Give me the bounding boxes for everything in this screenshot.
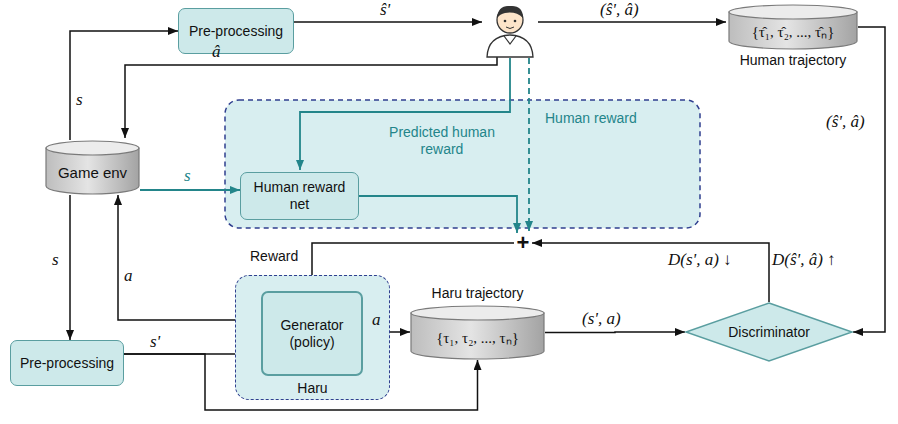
node-label: Human reward net	[249, 179, 350, 213]
process-box: Human reward net	[240, 172, 359, 220]
human-eye	[504, 20, 507, 23]
store-caption: Human trajectory	[708, 52, 878, 68]
node-label: Pre-processing	[20, 355, 114, 372]
human-feedback-line	[300, 58, 510, 170]
human-hair	[497, 6, 523, 18]
process-box: Pre-processing	[10, 340, 124, 386]
edge-label: s	[52, 250, 59, 270]
edge-label: (ŝ', â)	[826, 112, 865, 132]
human-to-trajectory-line	[538, 21, 726, 23]
cylinder-top	[729, 5, 857, 19]
node-label: Pre-processing	[189, 23, 283, 40]
human-eye	[514, 20, 517, 23]
cylinder-top	[46, 141, 139, 155]
node-label: {τ̂₁, τ̂₂, ..., τ̂ₙ}	[752, 23, 835, 41]
diamond-shape	[686, 303, 852, 361]
signal-label: ŝ'	[380, 0, 390, 20]
store-caption: Haru trajectory	[390, 285, 565, 301]
edge-label: s	[76, 90, 83, 110]
signal-label: (ŝ', â)	[600, 0, 639, 20]
agent-region: Generator (policy) Haru	[235, 275, 390, 400]
human-mouth	[506, 27, 514, 29]
human-icon	[487, 6, 533, 57]
flow-arrow	[359, 196, 517, 233]
flow-arrow	[853, 27, 885, 332]
signal-label: D(s', a) ↓	[668, 250, 732, 270]
database-cylinder: Game env	[45, 140, 140, 195]
node-label: +	[517, 232, 530, 254]
process-box: Generator (policy)	[261, 291, 363, 376]
edge-label: (s', a)	[582, 309, 621, 329]
signal-label: â	[212, 42, 221, 62]
process-box: Pre-processing	[178, 8, 294, 54]
edge-label: a	[124, 266, 133, 286]
node-label: Discriminator	[728, 324, 810, 341]
region-title: Haru	[236, 380, 389, 396]
flow-arrow	[532, 243, 769, 302]
state-to-human-line	[290, 21, 482, 23]
reward-region	[225, 100, 700, 228]
decision-diamond: Discriminator	[685, 302, 853, 362]
signal-label: Human reward	[545, 110, 637, 127]
edge-label: a	[372, 310, 381, 330]
human-collar	[504, 36, 516, 44]
human-reward-dashed-line	[528, 58, 530, 231]
edge-label: Predicted human reward	[386, 124, 498, 158]
signal-label: D(ŝ', â) ↑	[772, 250, 836, 270]
edge-label: s	[184, 166, 191, 186]
edge-label: Reward	[250, 248, 298, 265]
node-label: Game env	[58, 164, 127, 182]
sum-junction: +	[514, 233, 532, 253]
flow-arrow	[140, 189, 240, 191]
edge-label: s'	[150, 332, 160, 352]
cylinder-top	[411, 306, 544, 320]
node-label: {τ₁, τ₂, ..., τₙ}	[436, 329, 519, 347]
flow-arrow	[70, 31, 178, 140]
database-cylinder: {τ̂₁, τ̂₂, ..., τ̂ₙ}Human trajectory	[728, 4, 858, 50]
flow-arrow	[545, 331, 685, 333]
human-body	[487, 35, 533, 57]
flow-arrow	[69, 195, 71, 340]
node-label: Generator (policy)	[271, 317, 353, 351]
database-cylinder: {τ₁, τ₂, ..., τₙ}Haru trajectory	[410, 305, 545, 360]
